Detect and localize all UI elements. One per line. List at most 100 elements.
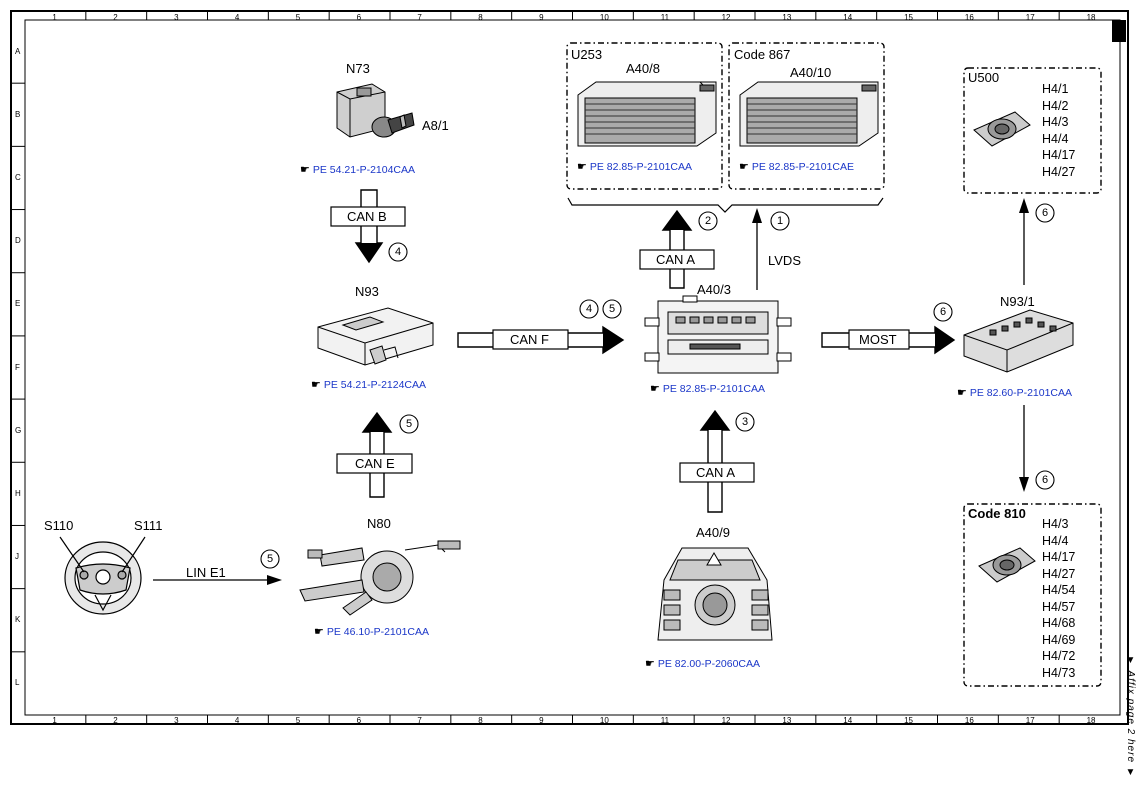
list-item: H4/27 — [1042, 164, 1076, 179]
grid-column-label: 12 — [721, 13, 731, 22]
can-a-up-label: CAN A — [656, 252, 696, 267]
grid-row-label: E — [15, 299, 21, 309]
n93-1-label: N93/1 — [1000, 294, 1035, 309]
grid-column-label: 2 — [113, 13, 118, 22]
n93-ref-link[interactable]: ☛PE 54.21-P-2124CAA — [311, 379, 427, 391]
grid-column-label: 2 — [113, 716, 118, 725]
u500-arrowhead — [1019, 198, 1029, 213]
marker: 2 — [705, 215, 712, 227]
a40-8-drawing — [577, 81, 717, 147]
can-b-label: CAN B — [347, 209, 387, 224]
u500-label: U500 — [968, 70, 1000, 85]
list-item: H4/4 — [1042, 131, 1069, 146]
grid-column-label: 5 — [295, 716, 301, 725]
a8-1-label: A8/1 — [422, 118, 449, 133]
most-arrowhead — [935, 327, 954, 353]
grid-row-label: H — [15, 488, 21, 498]
n80-drawing — [299, 540, 461, 616]
grid-column-label: 9 — [539, 13, 544, 22]
grid-row-label: A — [15, 46, 21, 56]
grid-column-label: 14 — [843, 13, 853, 22]
marker: 3 — [742, 416, 749, 428]
code810-arrowhead — [1019, 477, 1029, 492]
list-item: H4/57 — [1042, 599, 1076, 614]
list-item: H4/4 — [1042, 533, 1069, 548]
a40-9-ref-link[interactable]: ☛PE 82.00-P-2060CAA — [645, 658, 761, 670]
n73-drawing — [336, 83, 415, 138]
list-item: H4/27 — [1042, 566, 1076, 581]
pointing-hand-icon: ☛ — [311, 379, 321, 391]
u253-label: U253 — [571, 47, 603, 62]
marker: 4 — [586, 303, 593, 315]
grid-column-label: 8 — [478, 13, 483, 22]
grid-column-label: 13 — [782, 13, 792, 22]
n80-label: N80 — [367, 516, 391, 531]
list-item: H4/3 — [1042, 115, 1069, 129]
grid-column-label: 4 — [234, 716, 240, 725]
a40-10-label: A40/10 — [790, 65, 832, 80]
code810-label: Code 810 — [968, 506, 1026, 521]
lvds-arrowhead — [752, 208, 762, 223]
outer-frame — [10, 10, 1129, 725]
n80-ref-link[interactable]: ☛PE 46.10-P-2101CAA — [314, 626, 430, 638]
list-item: H4/54 — [1042, 583, 1076, 597]
grid-column-label: 18 — [1086, 13, 1096, 22]
grid-column-label: 3 — [174, 13, 179, 22]
a40-10-drawing — [739, 81, 879, 147]
a40-9-drawing — [657, 547, 773, 641]
grid-column-label: 10 — [599, 716, 609, 725]
lvds-label: LVDS — [768, 253, 801, 268]
list-item: H4/2 — [1042, 98, 1069, 113]
can-e-arrowhead — [363, 413, 391, 432]
grid-column-label: 10 — [599, 13, 609, 22]
grid-row-label: D — [15, 236, 21, 246]
grid-column-label: 16 — [964, 716, 974, 725]
grid-column-label: 1 — [52, 13, 57, 22]
can-a-bottom-arrowhead — [701, 411, 729, 430]
code810-list: H4/3 H4/4 H4/17 H4/27 H4/54 H4/57 H4/68 … — [1042, 516, 1075, 681]
a40-8-ref-link[interactable]: ☛PE 82.85-P-2101CAA — [577, 161, 693, 173]
grid-column-label: 13 — [782, 716, 792, 725]
grid-row-label: G — [15, 425, 22, 435]
n93-1-ref-link[interactable]: ☛PE 82.60-P-2101CAA — [957, 387, 1073, 399]
n73-ref-link[interactable]: ☛PE 54.21-P-2104CAA — [300, 164, 416, 176]
can-b-arrowhead — [356, 243, 382, 262]
u500-box — [963, 67, 1102, 194]
code867-box — [728, 42, 885, 190]
grid-row-label: B — [15, 109, 21, 119]
list-item: H4/72 — [1042, 649, 1076, 663]
grid-column-label: 18 — [1086, 716, 1096, 725]
marker: 1 — [777, 215, 784, 227]
grid-column-label: 3 — [174, 716, 179, 725]
s110-label: S110 — [44, 518, 74, 533]
steering-wheel-drawing — [59, 536, 146, 615]
can-a-bottom-label: CAN A — [696, 465, 736, 480]
grid-column-label: 11 — [660, 13, 670, 22]
list-item: H4/17 — [1042, 148, 1076, 162]
grid-column-label: 15 — [904, 716, 913, 725]
marker: 4 — [395, 246, 402, 258]
n93-1-drawing — [963, 309, 1074, 373]
lin-e1-label: LIN E1 — [186, 565, 226, 580]
grid-column-label: 17 — [1025, 13, 1035, 22]
can-a-up-arrowhead — [663, 211, 691, 230]
u253-box — [566, 42, 723, 190]
list-item: H4/3 — [1042, 517, 1069, 531]
a40-3-drawing — [644, 295, 792, 374]
can-f-label: CAN F — [510, 332, 549, 347]
pointing-hand-icon: ☛ — [957, 387, 967, 399]
grid-column-label: 9 — [539, 716, 544, 725]
a40-10-ref-link[interactable]: ☛PE 82.85-P-2101CAE — [739, 161, 855, 173]
grid-row-label: J — [15, 552, 19, 562]
grid-column-label: 6 — [356, 716, 362, 725]
n93-drawing — [317, 307, 434, 366]
a40-3-ref-link[interactable]: ☛PE 82.85-P-2101CAA — [650, 383, 766, 395]
a40-8-label: A40/8 — [626, 61, 660, 76]
a40-3-label: A40/3 — [697, 282, 731, 297]
u500-speaker — [973, 111, 1031, 147]
s111-label: S111 — [134, 518, 163, 533]
pointing-hand-icon: ☛ — [300, 164, 310, 176]
code810-box — [963, 503, 1102, 687]
list-item: H4/69 — [1042, 632, 1076, 647]
grid-row-label: K — [15, 615, 21, 625]
